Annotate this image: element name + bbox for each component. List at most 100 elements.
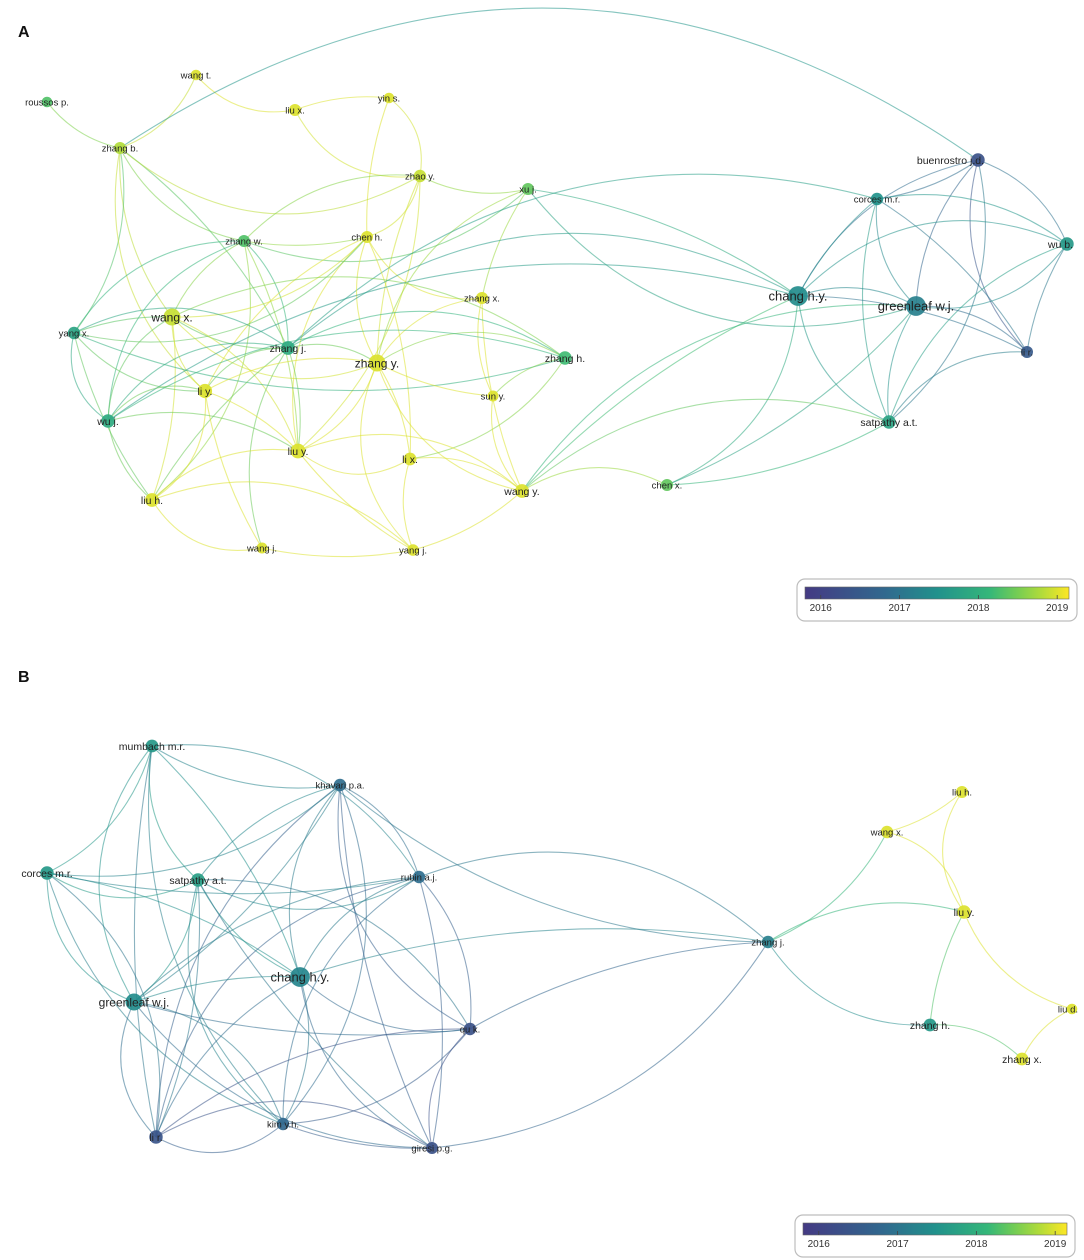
- node-label-roussos-p: roussos p.: [25, 97, 69, 108]
- node-zhang-h[interactable]: [558, 351, 572, 365]
- edge-yang-x--zhang-h: [73, 332, 566, 392]
- node-yin-s[interactable]: [383, 92, 395, 104]
- node-giresi-p-g[interactable]: [426, 1142, 438, 1154]
- edge-zhang-h--sun-y: [492, 357, 566, 397]
- node-chen-x[interactable]: [661, 479, 673, 491]
- edge-zhang-j--zhang-h: [767, 941, 931, 1026]
- node-li-r[interactable]: [1021, 346, 1033, 358]
- node-corces-m-r[interactable]: [870, 192, 884, 206]
- legend-tick-label-2018: 2018: [967, 603, 990, 614]
- edge-xu-j--zhang-x: [481, 188, 529, 299]
- node-greenleaf-w-j[interactable]: [125, 993, 143, 1011]
- node-chen-h[interactable]: [361, 231, 373, 243]
- edge-zhang-x--sun-y: [477, 297, 494, 397]
- edge-zhang-x--zhang-y: [376, 297, 483, 364]
- node-khavari-p-a[interactable]: [333, 778, 347, 792]
- panel-label-a: A: [18, 24, 30, 41]
- node-yang-x[interactable]: [67, 326, 81, 340]
- node-chang-h-y[interactable]: [290, 967, 310, 987]
- node-zhang-b[interactable]: [114, 142, 126, 154]
- node-label-satpathy-a-t: satpathy a.t.: [860, 417, 917, 429]
- node-greenleaf-w-j[interactable]: [906, 296, 926, 316]
- edge-greenleaf-w-j--wang-y: [521, 304, 917, 492]
- node-wu-b[interactable]: [1060, 237, 1074, 251]
- node-zhang-y[interactable]: [368, 354, 386, 372]
- edge-zhang-j--liu-y: [767, 902, 965, 943]
- edge-mumbach-m-r--li-r: [133, 745, 157, 1138]
- node-label-chen-h: chen h.: [351, 232, 382, 243]
- edge-chen-h--zhang-y: [355, 236, 378, 364]
- node-liu-h[interactable]: [145, 493, 159, 507]
- node-zhang-x[interactable]: [1015, 1052, 1029, 1066]
- node-wang-x[interactable]: [880, 825, 894, 839]
- edge-buenrostro-j-d--greenleaf-w-j: [915, 159, 979, 307]
- legend-frame: [796, 578, 1078, 622]
- edge-khavari-p-a--kim-y-h: [282, 784, 367, 1125]
- node-li-y[interactable]: [197, 383, 213, 399]
- edge-chen-h--li-y: [204, 236, 368, 392]
- edge-greenleaf-w-j--kim-y-h: [133, 1001, 284, 1125]
- node-liu-h[interactable]: [956, 786, 968, 798]
- panel-b: B mumbach m.r.khavari p.a.liu h.wang x.c…: [18, 669, 1078, 1258]
- edge-liu-y--liu-h: [151, 448, 299, 501]
- edge-greenleaf-w-j--giresi-p-g: [133, 1001, 433, 1149]
- edge-rubin-a-j--qu-k: [418, 876, 472, 1030]
- node-li-r[interactable]: [149, 1130, 163, 1144]
- edge-liu-y--li-x: [297, 450, 411, 475]
- node-label-greenleaf-w-j: greenleaf w.j.: [99, 995, 170, 1009]
- node-buenrostro-j-d[interactable]: [971, 153, 985, 167]
- panel-a-nodes: roussos p.wang t.liu x.yin s.zhang b.zha…: [25, 69, 1074, 556]
- node-zhang-h[interactable]: [923, 1018, 937, 1032]
- node-wang-t[interactable]: [190, 69, 202, 81]
- node-satpathy-a-t[interactable]: [882, 415, 896, 429]
- node-liu-y[interactable]: [957, 905, 971, 919]
- node-xu-j[interactable]: [522, 183, 534, 195]
- node-label-yang-j: yang j.: [399, 545, 427, 556]
- node-zhao-y[interactable]: [413, 169, 427, 183]
- node-qu-k[interactable]: [463, 1022, 477, 1036]
- node-zhang-j[interactable]: [761, 935, 775, 949]
- node-liu-x[interactable]: [289, 104, 301, 116]
- node-zhang-x[interactable]: [476, 292, 488, 304]
- node-roussos-p[interactable]: [41, 96, 53, 108]
- node-liu-d[interactable]: [1066, 1003, 1078, 1015]
- edge-khavari-p-a--zhang-j: [339, 784, 769, 943]
- edge-sun-y--wang-y: [490, 395, 523, 492]
- edge-zhang-j--liu-h: [151, 347, 289, 501]
- node-wang-x[interactable]: [163, 308, 181, 326]
- node-yang-j[interactable]: [407, 544, 419, 556]
- node-mumbach-m-r[interactable]: [145, 739, 159, 753]
- node-chang-h-y[interactable]: [788, 286, 808, 306]
- node-wang-j[interactable]: [256, 542, 268, 554]
- edge-satpathy-a-t--wang-y: [521, 398, 890, 492]
- node-wang-y[interactable]: [515, 484, 529, 498]
- node-zhang-w[interactable]: [238, 235, 250, 247]
- node-li-x[interactable]: [403, 452, 417, 466]
- edge-corces-m-r--rubin-a-j: [46, 872, 420, 895]
- edge-zhang-j--wang-x: [767, 831, 888, 943]
- node-label-zhang-h: zhang h.: [545, 353, 585, 365]
- edge-khavari-p-a--satpathy-a-t: [197, 784, 341, 881]
- edge-zhao-y--xu-j: [419, 175, 529, 194]
- edge-wang-x--li-y: [171, 316, 206, 392]
- node-satpathy-a-t[interactable]: [191, 873, 205, 887]
- node-wu-j[interactable]: [101, 414, 115, 428]
- node-zhang-j[interactable]: [281, 341, 295, 355]
- edge-chen-h--li-x: [366, 236, 411, 460]
- node-liu-y[interactable]: [290, 443, 306, 459]
- edge-zhang-w--chen-h: [243, 236, 368, 246]
- node-kim-y-h[interactable]: [276, 1117, 290, 1131]
- edge-khavari-p-a--giresi-p-g: [339, 784, 433, 1149]
- node-corces-m-r[interactable]: [40, 866, 54, 880]
- edge-wu-b--satpathy-a-t: [888, 243, 1068, 423]
- node-sun-y[interactable]: [487, 390, 499, 402]
- edge-zhang-y--sun-y: [376, 362, 494, 397]
- edge-satpathy-a-t--rubin-a-j: [197, 876, 420, 910]
- node-label-zhao-y: zhao y.: [405, 171, 435, 182]
- node-rubin-a-j[interactable]: [412, 870, 426, 884]
- node-label-wang-t: wang t.: [180, 70, 212, 81]
- edge-yang-x--li-y: [73, 332, 206, 392]
- legend-tick-label-2019: 2019: [1046, 603, 1069, 614]
